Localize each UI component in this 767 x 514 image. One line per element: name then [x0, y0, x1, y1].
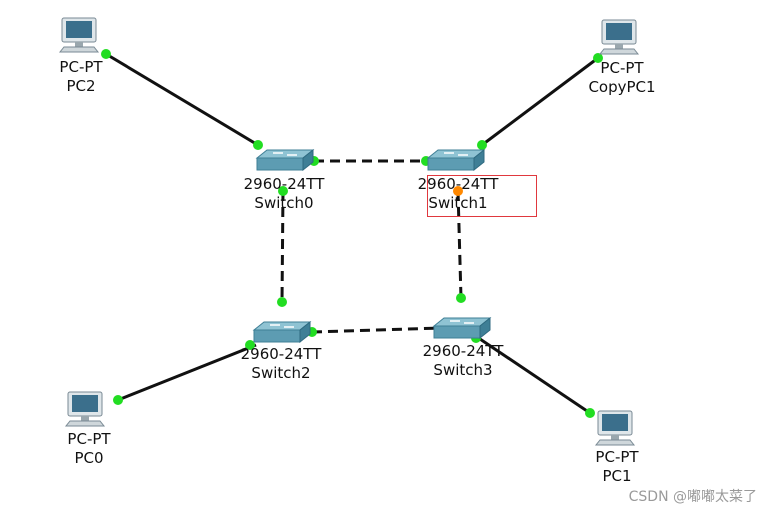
- link-pc2-switch0[interactable]: [105, 52, 259, 147]
- pc1-label: PC-PT PC1: [547, 448, 687, 486]
- port-light: [277, 297, 287, 307]
- port-light: [477, 140, 487, 150]
- copypc1-label: PC-PT CopyPC1: [552, 59, 692, 97]
- pc0-name: PC0: [74, 449, 104, 467]
- port-light: [253, 140, 263, 150]
- link-switch0-switch2[interactable]: [280, 190, 285, 303]
- switch2-model: 2960-24TT: [240, 345, 322, 363]
- port-light: [585, 408, 595, 418]
- pc1-name: PC1: [602, 467, 632, 485]
- switch1-label: 2960-24TT Switch1: [388, 175, 528, 213]
- link-switch2-switch3[interactable]: [311, 326, 443, 334]
- watermark: CSDN @嘟嘟太菜了: [628, 489, 757, 505]
- port-light: [101, 49, 111, 59]
- switch-icon[interactable]: [255, 148, 315, 172]
- link-pc0-switch2[interactable]: [117, 343, 257, 402]
- switch3-model: 2960-24TT: [422, 342, 504, 360]
- switch2-label: 2960-24TT Switch2: [211, 345, 351, 383]
- link-switch1-switch3[interactable]: [456, 190, 463, 299]
- switch-icon[interactable]: [426, 148, 486, 172]
- switch3-name: Switch3: [433, 361, 493, 379]
- selection-box[interactable]: [427, 175, 537, 217]
- pc1-model: PC-PT: [595, 448, 639, 466]
- switch2-name: Switch2: [251, 364, 311, 382]
- pc-icon[interactable]: [598, 19, 640, 55]
- port-light: [113, 395, 123, 405]
- switch1-name: Switch1: [428, 194, 488, 212]
- switch0-model: 2960-24TT: [243, 175, 325, 193]
- switch3-label: 2960-24TT Switch3: [393, 342, 533, 380]
- pc-icon[interactable]: [58, 17, 100, 53]
- pc0-model: PC-PT: [67, 430, 111, 448]
- pc-icon[interactable]: [594, 410, 636, 446]
- copypc1-model: PC-PT: [600, 59, 644, 77]
- port-light: [456, 293, 466, 303]
- port-light: [593, 53, 603, 63]
- link-pc1-switch3[interactable]: [476, 335, 591, 415]
- switch1-model: 2960-24TT: [417, 175, 499, 193]
- pc0-label: PC-PT PC0: [19, 430, 159, 468]
- copypc1-name: CopyPC1: [588, 78, 656, 96]
- switch-icon[interactable]: [252, 320, 312, 344]
- link-copypc1-switch1[interactable]: [481, 56, 599, 147]
- port-light: [245, 340, 255, 350]
- switch-icon[interactable]: [432, 316, 492, 340]
- switch0-label: 2960-24TT Switch0: [214, 175, 354, 213]
- pc-icon[interactable]: [64, 391, 106, 427]
- pc2-name: PC2: [66, 77, 96, 95]
- port-light: [278, 186, 288, 196]
- switch0-name: Switch0: [254, 194, 314, 212]
- pc2-label: PC-PT PC2: [11, 58, 151, 96]
- port-light-amber: [453, 186, 463, 196]
- pc2-model: PC-PT: [59, 58, 103, 76]
